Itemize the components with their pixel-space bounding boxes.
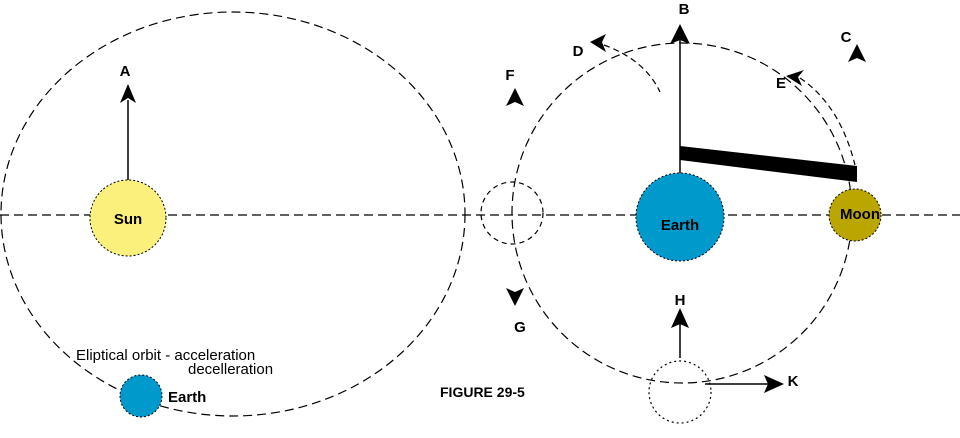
- elliptical-orbit: [0, 11, 466, 417]
- arrow-e-head-icon: [786, 70, 804, 86]
- arrow-e-arc: [799, 77, 856, 166]
- dashed-position-circle-left: [480, 181, 544, 245]
- label-f: F: [505, 67, 514, 84]
- moon: [828, 188, 882, 242]
- orbit-note-line2: decelleration: [188, 361, 273, 378]
- figure-caption: FIGURE 29-5: [440, 384, 525, 400]
- sun-label: Sun: [114, 211, 142, 228]
- arrow-a-head-icon: [120, 84, 136, 103]
- arrow-h-head-icon: [671, 308, 689, 328]
- label-g: G: [514, 319, 526, 336]
- label-b: B: [679, 1, 690, 18]
- arrow-b-head-icon: [670, 24, 690, 44]
- label-a: A: [120, 63, 131, 80]
- label-c: C: [841, 29, 852, 46]
- earth-label: Earth: [661, 217, 699, 234]
- arrow-k-head-icon: [764, 375, 784, 393]
- label-k: K: [788, 373, 799, 390]
- arrow-d-head-icon: [590, 34, 606, 52]
- label-e: E: [776, 75, 786, 92]
- dashed-position-circle-bottom: [648, 360, 712, 424]
- arrow-c-head-icon: [848, 44, 866, 62]
- small-earth: [119, 374, 163, 418]
- label-d: D: [573, 43, 584, 60]
- earth: [635, 172, 725, 262]
- tidal-wedge: [680, 146, 857, 182]
- arrow-d-arc: [603, 44, 661, 93]
- small-earth-label: Earth: [168, 389, 206, 406]
- moon-label: Moon: [840, 206, 880, 223]
- sun: [89, 179, 167, 257]
- orbit-note-line1: Eliptical orbit - acceleration: [76, 347, 255, 364]
- arrow-f-head-icon: [506, 88, 524, 106]
- label-h: H: [675, 292, 686, 309]
- arrow-g-head-icon: [506, 288, 524, 306]
